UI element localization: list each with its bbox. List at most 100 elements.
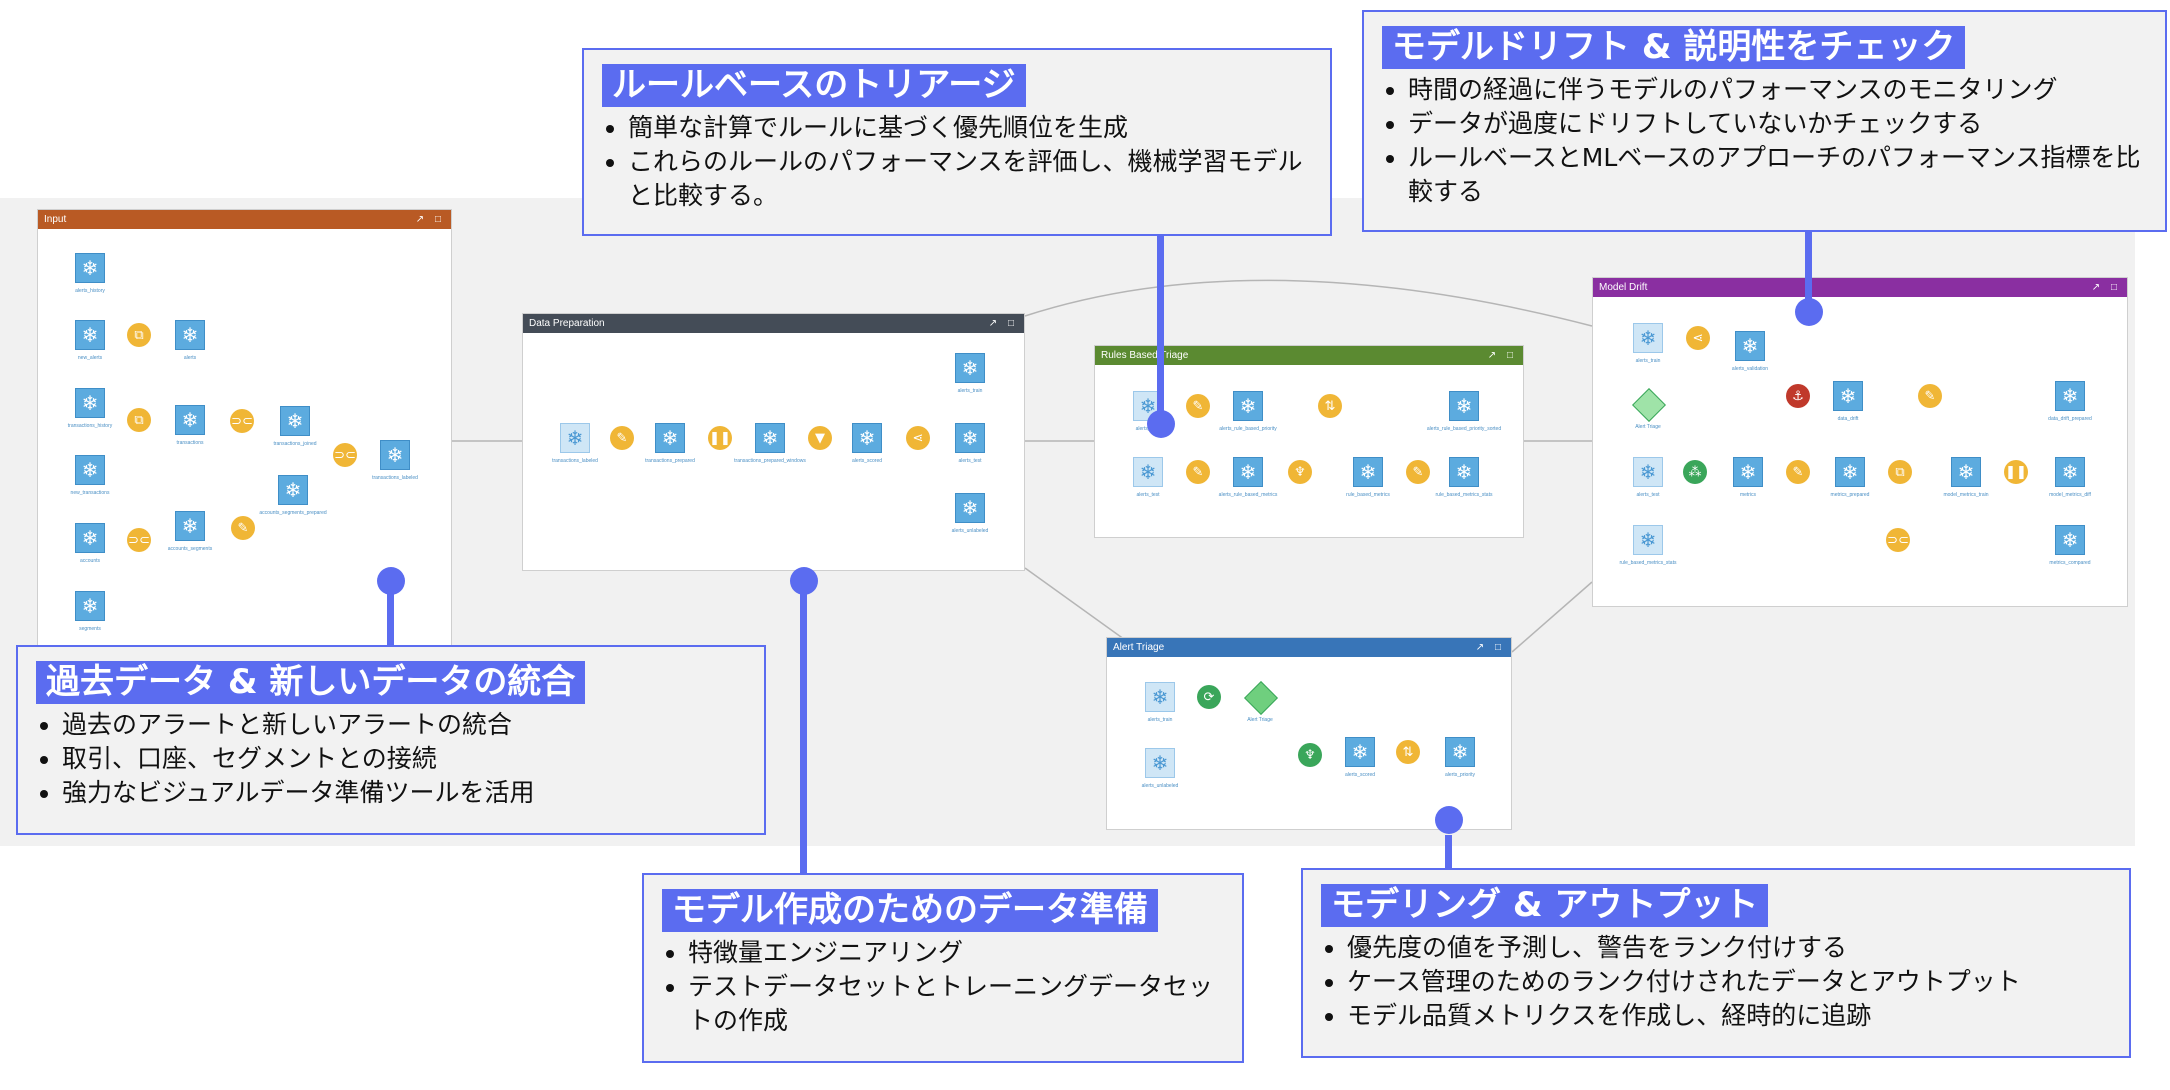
callout-bullet: 強力なビジュアルデータ準備ツールを活用 (62, 776, 746, 810)
sort-recipe-icon[interactable]: ⇅ (1396, 740, 1420, 764)
zone-action-icons[interactable]: ↗ □ (1475, 642, 1505, 653)
snowflake-icon[interactable]: ❄ (75, 253, 105, 283)
snowflake-icon[interactable]: ❄ (1833, 381, 1863, 411)
join-recipe-icon[interactable]: ⊃⊂ (230, 409, 254, 433)
prepare-recipe-icon[interactable]: ✎ (1406, 460, 1430, 484)
snowflake-icon[interactable]: ❄ (1633, 525, 1663, 555)
evaluate-recipe-icon[interactable]: ⁂ (1683, 460, 1707, 484)
snowflake-icon[interactable]: ❄ (1449, 391, 1479, 421)
callout-bullet: 時間の経過に伴うモデルのパフォーマンスのモニタリング (1408, 73, 2147, 107)
snowflake-icon[interactable]: ❄ (2055, 381, 2085, 411)
stack-recipe-icon[interactable]: ⧉ (1888, 460, 1912, 484)
train-recipe-icon[interactable]: ⟳ (1197, 685, 1221, 709)
snowflake-icon[interactable]: ❄ (175, 320, 205, 350)
snowflake-icon[interactable]: ❄ (655, 423, 685, 453)
snowflake-icon[interactable]: ❄ (1735, 331, 1765, 361)
snowflake-icon[interactable]: ❄ (1445, 737, 1475, 767)
snowflake-icon[interactable]: ❄ (955, 353, 985, 383)
prepare-recipe-icon[interactable]: ✎ (610, 426, 634, 450)
callout-marker (1147, 410, 1175, 438)
callout-title: モデルドリフト & 説明性をチェック (1382, 26, 1966, 70)
callout-connector (800, 582, 807, 878)
callout-bullet: データが過度にドリフトしていないかチェックする (1408, 107, 2147, 141)
snowflake-icon[interactable]: ❄ (955, 423, 985, 453)
snowflake-icon[interactable]: ❄ (175, 405, 205, 435)
callout-title: モデル作成のためのデータ準備 (662, 889, 1158, 933)
zone-alert-triage[interactable]: Alert Triage ↗ □ (1106, 637, 1512, 830)
window-recipe-icon[interactable]: ❚❚ (2004, 460, 2028, 484)
node-label: new_alerts (77, 355, 103, 361)
join-recipe-icon[interactable]: ⊃⊂ (333, 443, 357, 467)
zone-action-icons[interactable]: ↗ □ (2091, 282, 2121, 293)
prepare-recipe-icon[interactable]: ✎ (1918, 384, 1942, 408)
node-label: model_metrics_train (1943, 492, 1989, 498)
node-label: transactions_history (67, 423, 113, 429)
callout-connector (1157, 232, 1164, 424)
snowflake-icon[interactable]: ❄ (1733, 457, 1763, 487)
snowflake-icon[interactable]: ❄ (1951, 457, 1981, 487)
evaluate-recipe-icon[interactable]: ♆ (1288, 460, 1312, 484)
snowflake-icon[interactable]: ❄ (2055, 457, 2085, 487)
split-recipe-icon[interactable]: ⋖ (1686, 326, 1710, 350)
snowflake-icon[interactable]: ❄ (1145, 682, 1175, 712)
snowflake-icon[interactable]: ❄ (280, 406, 310, 436)
node-label: accounts_segments_prepared (259, 510, 327, 516)
drift-recipe-icon[interactable]: ⚓ (1786, 384, 1810, 408)
zone-model-drift[interactable]: Model Drift ↗ □ (1592, 277, 2128, 607)
snowflake-icon[interactable]: ❄ (560, 423, 590, 453)
node-label: alerts_rule_based_priority_sorted (1426, 426, 1502, 432)
zone-action-icons[interactable]: ↗ □ (415, 214, 445, 225)
prepare-recipe-icon[interactable]: ✎ (1786, 460, 1810, 484)
snowflake-icon[interactable]: ❄ (1133, 457, 1163, 487)
snowflake-icon[interactable]: ❄ (1145, 748, 1175, 778)
score-recipe-icon[interactable]: ♆ (1298, 743, 1322, 767)
callout-bullet: モデル品質メトリクスを作成し、経時的に追跡 (1347, 999, 2111, 1033)
callout-title: モデリング & アウトプット (1321, 884, 1769, 928)
snowflake-icon[interactable]: ❄ (75, 591, 105, 621)
join-recipe-icon[interactable]: ⊃⊂ (127, 528, 151, 552)
prepare-recipe-icon[interactable]: ✎ (231, 516, 255, 540)
snowflake-icon[interactable]: ❄ (278, 475, 308, 505)
snowflake-icon[interactable]: ❄ (1449, 457, 1479, 487)
snowflake-icon[interactable]: ❄ (1233, 391, 1263, 421)
zone-rules-based-triage[interactable]: Rules Based Triage ↗ □ (1094, 345, 1524, 538)
sort-recipe-icon[interactable]: ⇅ (1318, 394, 1342, 418)
node-label: transactions_joined (273, 441, 317, 447)
snowflake-icon[interactable]: ❄ (1633, 457, 1663, 487)
node-label: segments (79, 626, 101, 632)
snowflake-icon[interactable]: ❄ (75, 523, 105, 553)
snowflake-icon[interactable]: ❄ (1835, 457, 1865, 487)
join-recipe-icon[interactable]: ⊃⊂ (1886, 528, 1910, 552)
snowflake-icon[interactable]: ❄ (75, 388, 105, 418)
prepare-recipe-icon[interactable]: ✎ (1186, 460, 1210, 484)
window-recipe-icon[interactable]: ❚❚ (708, 426, 732, 450)
stack-recipe-icon[interactable]: ⧉ (127, 408, 151, 432)
split-recipe-icon[interactable]: ⋖ (906, 426, 930, 450)
snowflake-icon[interactable]: ❄ (755, 423, 785, 453)
node-label: alerts_validation (1731, 366, 1769, 372)
callout-connector (1805, 230, 1812, 313)
snowflake-icon[interactable]: ❄ (2055, 525, 2085, 555)
snowflake-icon[interactable]: ❄ (75, 455, 105, 485)
callout-marker (377, 567, 405, 595)
prepare-recipe-icon[interactable]: ✎ (1186, 394, 1210, 418)
snowflake-icon[interactable]: ❄ (75, 320, 105, 350)
stack-recipe-icon[interactable]: ⧉ (127, 323, 151, 347)
node-label: transactions_labeled (372, 475, 418, 481)
link-prep-alert (1024, 567, 1129, 643)
snowflake-icon[interactable]: ❄ (1345, 737, 1375, 767)
zone-action-icons[interactable]: ↗ □ (1487, 350, 1517, 361)
zone-action-icons[interactable]: ↗ □ (988, 318, 1018, 329)
snowflake-icon[interactable]: ❄ (1353, 457, 1383, 487)
snowflake-icon[interactable]: ❄ (1233, 457, 1263, 487)
snowflake-icon[interactable]: ❄ (955, 493, 985, 523)
node-label: alerts_test (958, 458, 982, 464)
filter-recipe-icon[interactable]: ▼ (808, 426, 832, 450)
callout-bullet: ルールベースとMLベースのアプローチのパフォーマンス指標を比較する (1408, 141, 2147, 209)
snowflake-icon[interactable]: ❄ (380, 440, 410, 470)
snowflake-icon[interactable]: ❄ (175, 511, 205, 541)
node-label: metrics_prepared (1830, 492, 1870, 498)
snowflake-icon[interactable]: ❄ (852, 423, 882, 453)
zone-title: Alert Triage (1113, 642, 1165, 653)
snowflake-icon[interactable]: ❄ (1633, 323, 1663, 353)
